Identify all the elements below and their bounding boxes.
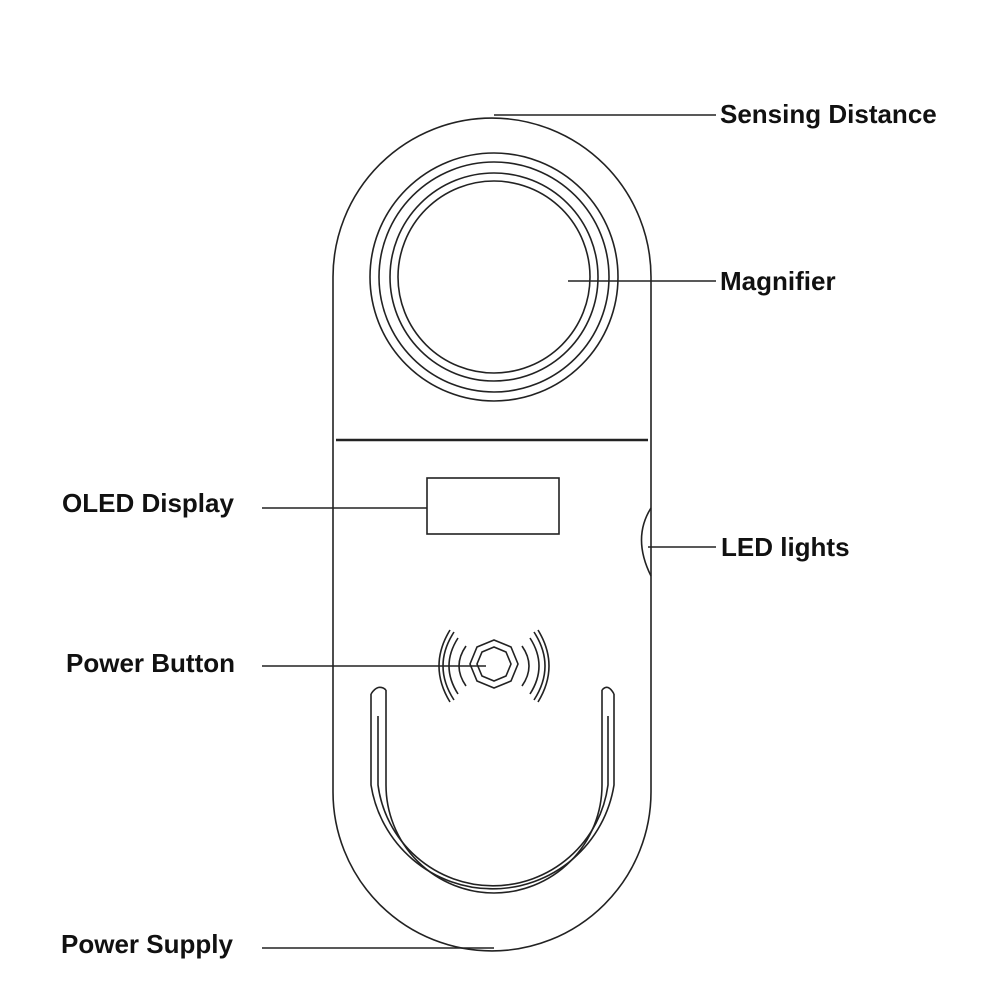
label-power-supply: Power Supply <box>61 929 233 959</box>
led-lights-bump <box>640 507 652 577</box>
magnifier-lens <box>369 152 619 402</box>
label-oled-display: OLED Display <box>62 488 234 518</box>
label-magnifier: Magnifier <box>720 266 836 296</box>
leader-lines <box>262 114 716 949</box>
power-button-symbol <box>438 629 550 703</box>
power-supply-channel <box>370 686 615 894</box>
label-sensing-distance: Sensing Distance <box>720 99 937 129</box>
device-body-outline <box>332 117 652 952</box>
label-power-button: Power Button <box>66 648 235 678</box>
oled-display-window <box>426 477 560 535</box>
label-led-lights: LED lights <box>721 532 850 562</box>
